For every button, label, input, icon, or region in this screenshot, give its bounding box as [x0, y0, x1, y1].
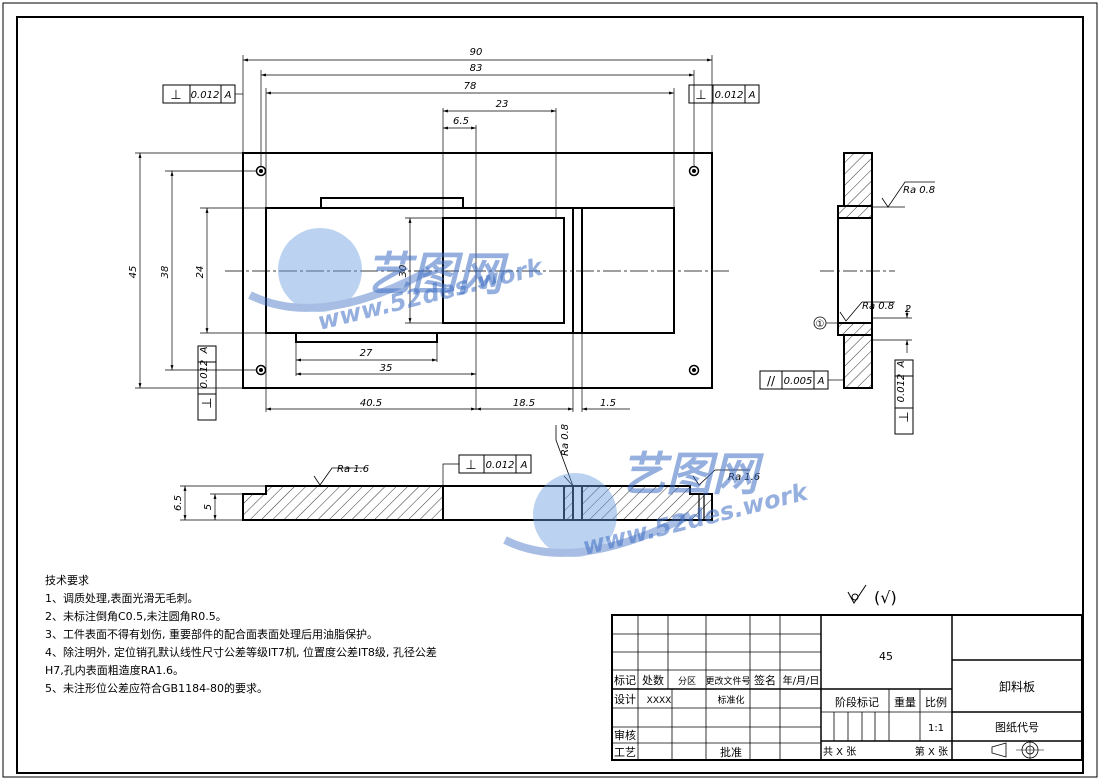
- tolerance-frame-left: A 0.012 ⊥: [197, 345, 217, 421]
- roughness-symbol-section-right: [692, 469, 750, 486]
- section-view: [242, 485, 713, 521]
- technical-requirements: 技术要求 1、调质处理,表面光滑无毛刺。 2、未标注倒角C0.5,未注圆角R0.…: [45, 572, 565, 698]
- watermark-logo-2: [503, 473, 692, 557]
- dim-90: 90: [470, 47, 483, 58]
- roughness-section-right: Ra 1.6: [728, 472, 760, 483]
- dim-6-5: 6.5: [453, 116, 469, 127]
- watermark-cn-1: 艺图网: [365, 247, 509, 301]
- tb-process: 工艺: [614, 746, 636, 759]
- tolerance-frame-side-perp: A 0.012 ⊥: [894, 359, 914, 435]
- svg-text:⊥: ⊥: [200, 397, 215, 408]
- tb-design: 设计: [614, 693, 636, 706]
- tb-change-doc: 更改文件号: [705, 675, 750, 687]
- inner-border: [16, 16, 1084, 774]
- tb-scale-value: 1:1: [928, 723, 944, 734]
- tech-title: 技术要求: [45, 574, 89, 587]
- svg-text:⊥: ⊥: [897, 411, 912, 422]
- tb-review: 审核: [614, 728, 636, 742]
- tb-scale-label: 比例: [925, 695, 947, 709]
- tb-weight: 重量: [894, 695, 916, 709]
- tb-part-name: 卸料板: [999, 679, 1035, 694]
- dim-40-5: 40.5: [360, 398, 382, 409]
- tech-item: H7,孔内表面粗造度RA1.6。: [45, 664, 184, 677]
- roughness-section-mid: Ra 0.8: [560, 424, 571, 456]
- tech-item: 1、调质处理,表面光滑无毛刺。: [45, 592, 199, 605]
- dim-83: 83: [470, 63, 483, 74]
- dim-side-2: 2: [905, 304, 911, 315]
- svg-text:A: A: [199, 346, 210, 354]
- svg-text:⊥: ⊥: [465, 458, 476, 473]
- svg-text:A: A: [224, 90, 232, 101]
- roughness-side-mid: Ra 0.8: [862, 301, 894, 312]
- dim-30: 30: [398, 265, 409, 278]
- general-roughness: (√): [874, 588, 897, 607]
- tech-item: 3、工件表面不得有划伤, 重要部件的配合面表面处理后用油脂保护。: [45, 628, 378, 641]
- svg-text:⊥: ⊥: [170, 88, 181, 103]
- svg-text:A: A: [748, 90, 756, 101]
- svg-text:A: A: [896, 360, 907, 368]
- dim-24: 24: [195, 266, 206, 279]
- tolerance-frame-top-left: ⊥ 0.012 A: [162, 84, 243, 104]
- watermark-logo-1: [248, 228, 432, 312]
- tb-design-value: XXXX: [647, 696, 672, 706]
- roughness-symbol-section-left: [313, 467, 365, 486]
- dim-section-6-5: 6.5: [173, 495, 184, 511]
- tech-item: 5、未注形位公差应符合GB1184-80的要求。: [45, 682, 269, 695]
- svg-text:0.012: 0.012: [896, 374, 907, 403]
- dim-78: 78: [464, 81, 477, 92]
- svg-text:A: A: [520, 460, 528, 471]
- svg-text:A: A: [817, 376, 825, 387]
- datum-marker-label: ①: [816, 319, 825, 330]
- general-roughness-symbol: [847, 584, 867, 604]
- tb-total-sheets: 共 X 张: [823, 746, 856, 758]
- tolerance-frame-section: ⊥ 0.012 A: [442, 454, 532, 486]
- front-dimensions: [135, 55, 713, 412]
- tb-approve: 批准: [720, 745, 742, 759]
- svg-text:0.005: 0.005: [784, 376, 813, 387]
- section-dimensions: [180, 485, 266, 521]
- tb-material: 45: [879, 650, 893, 663]
- dim-18-5: 18.5: [513, 398, 535, 409]
- dim-38: 38: [160, 266, 171, 279]
- dim-23: 23: [496, 99, 509, 110]
- title-block: [611, 614, 1083, 761]
- tb-sign: 签名: [754, 673, 776, 687]
- svg-text:⊥: ⊥: [695, 88, 706, 103]
- watermark-cn-2: 艺图网: [620, 447, 764, 501]
- tech-item: 2、未标注倒角C0.5,未注圆角R0.5。: [45, 610, 227, 623]
- svg-text:0.012: 0.012: [486, 460, 515, 471]
- dim-1-5: 1.5: [600, 398, 616, 409]
- tb-count: 处数: [642, 674, 664, 687]
- tb-sheet-no: 第 X 张: [915, 745, 948, 758]
- tolerance-frame-top-right: ⊥ 0.012 A: [688, 84, 760, 104]
- tb-standard: 标准化: [717, 694, 744, 706]
- dim-27: 27: [360, 348, 373, 359]
- svg-text:0.012: 0.012: [715, 90, 744, 101]
- roughness-section-left: Ra 1.6: [337, 464, 369, 475]
- svg-text://: //: [767, 374, 776, 388]
- tb-zone: 分区: [678, 676, 696, 687]
- tb-date: 年/月/日: [783, 674, 820, 687]
- roughness-symbol-side-mid: [839, 301, 895, 322]
- roughness-symbol-side-top: [872, 181, 935, 208]
- roughness-symbol-section-mid: [555, 425, 574, 487]
- front-view: [225, 152, 730, 389]
- dim-section-5: 5: [203, 504, 214, 510]
- tb-mark: 标记: [614, 673, 636, 687]
- tolerance-frame-parallel: // 0.005 A: [759, 370, 844, 390]
- side-view: [820, 152, 912, 389]
- roughness-side-top: Ra 0.8: [903, 185, 935, 196]
- svg-text:0.012: 0.012: [191, 90, 220, 101]
- dim-35: 35: [380, 363, 393, 374]
- dim-45: 45: [128, 266, 139, 279]
- svg-text:0.012: 0.012: [199, 360, 210, 389]
- tb-drawing-no-label: 图纸代号: [995, 721, 1039, 734]
- tech-item: 4、除注明外, 定位销孔默认线性尺寸公差等级IT7机, 位置度公差IT8级, 孔…: [45, 646, 437, 659]
- tb-stage: 阶段标记: [835, 695, 879, 709]
